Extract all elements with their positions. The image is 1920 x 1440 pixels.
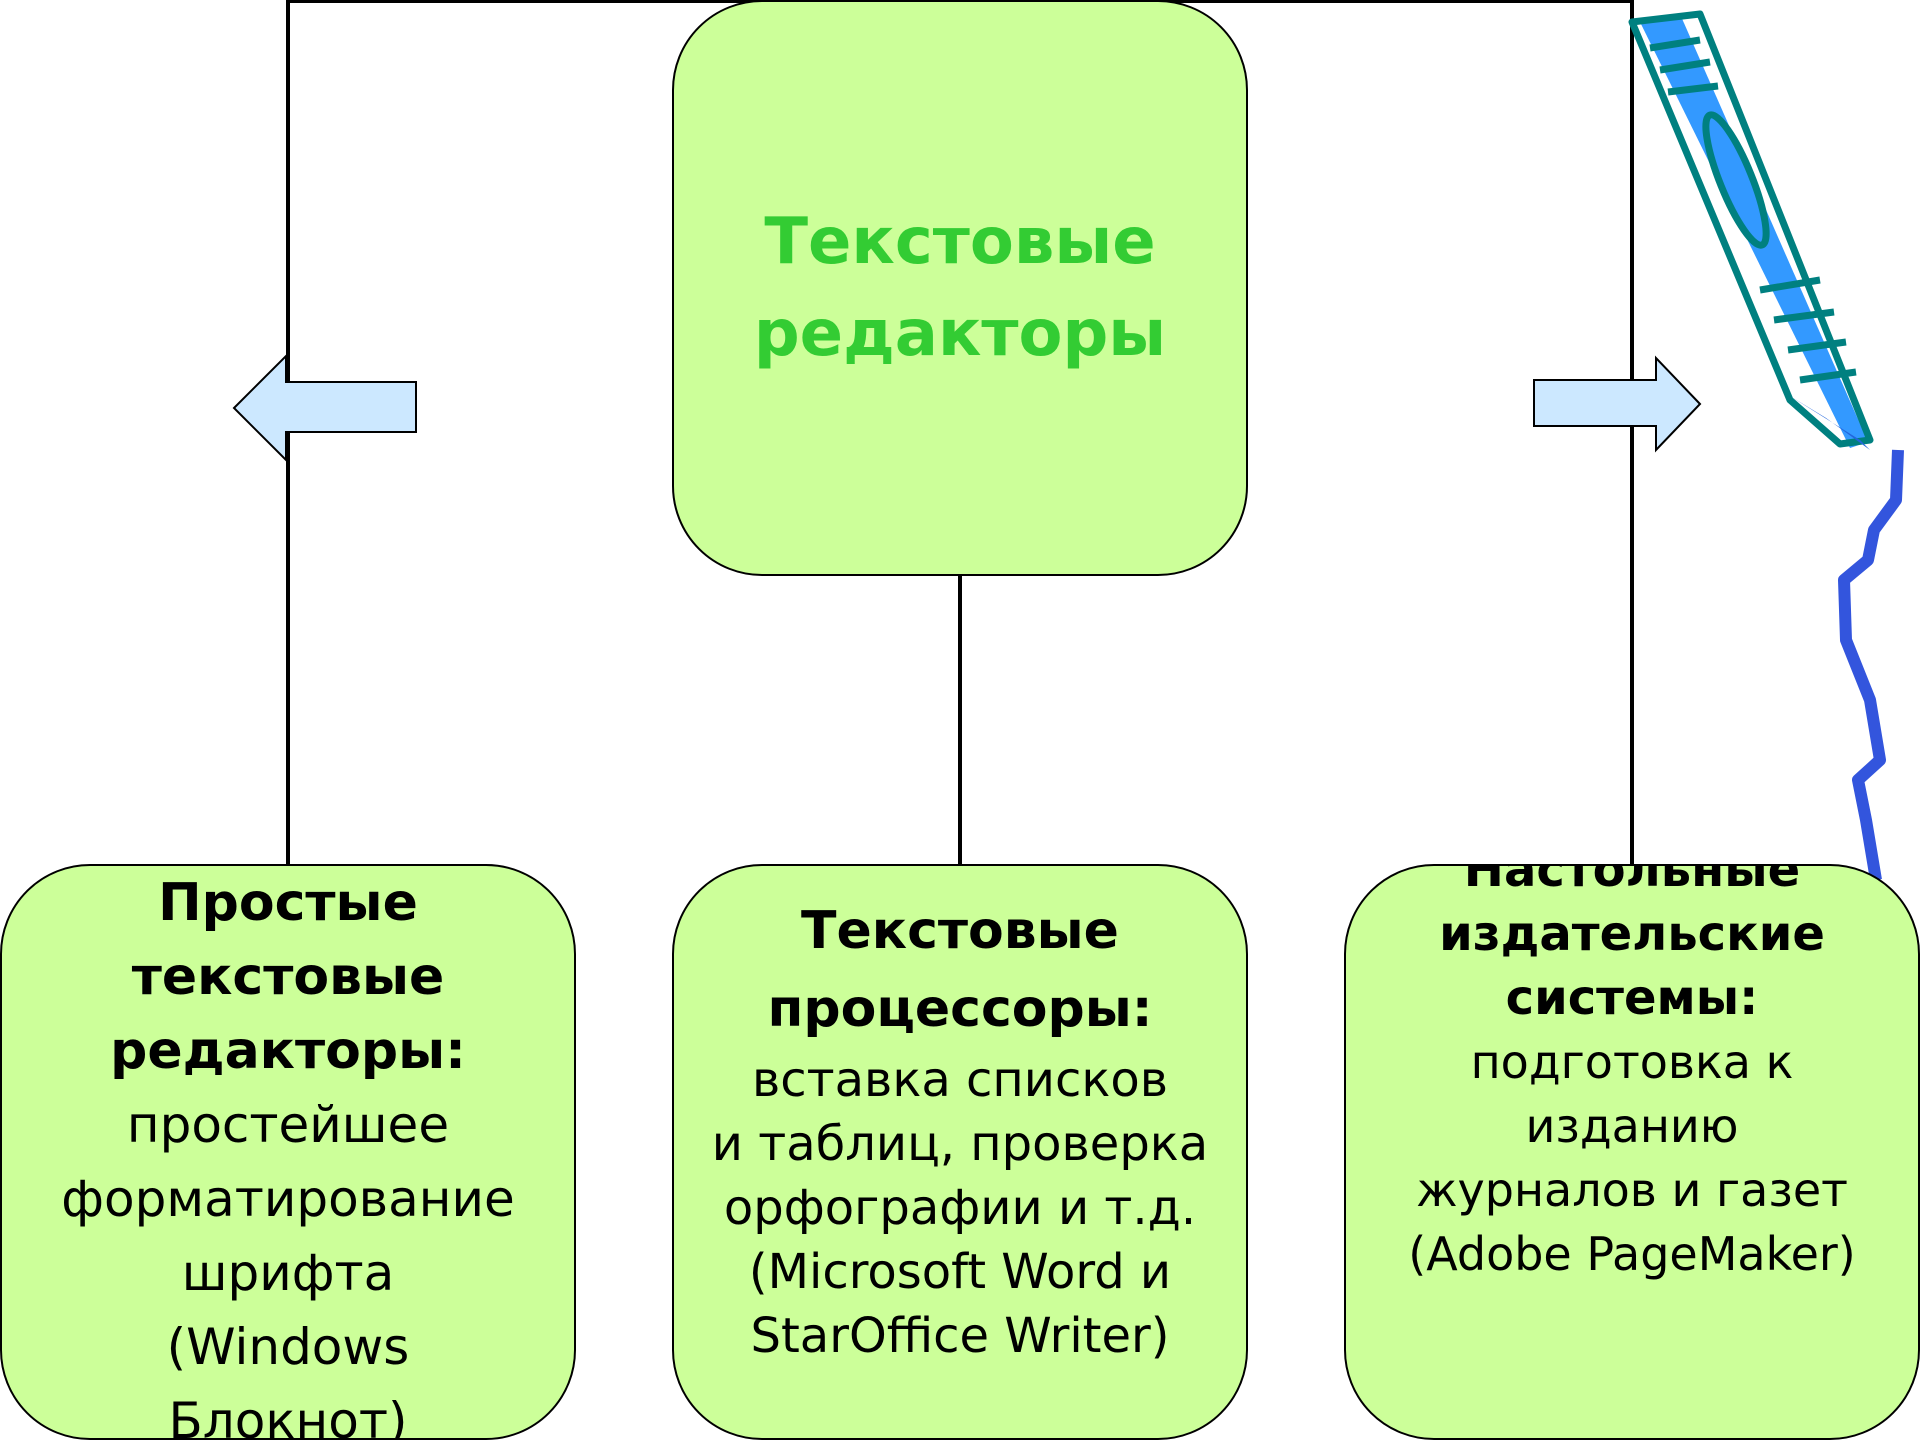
pen-icon (1628, 10, 1874, 450)
leaf-desktop-publishing: Настольные издательские системы: подгото… (1344, 864, 1920, 1440)
leaf-heading: Текстовые процессоры: (767, 901, 1153, 1039)
root-node: Текстовые редакторы (672, 0, 1248, 576)
leaf-description: простейшее форматирование шрифта (Window… (61, 1096, 515, 1440)
leaf-description: вставка списков и таблиц, проверка орфог… (711, 1052, 1209, 1364)
leaf-description: подготовка к изданию журналов и газет (A… (1408, 1035, 1856, 1281)
leaf-simple-editors: Простые текстовые редакторы: простейшее … (0, 864, 576, 1440)
root-title: Текстовые редакторы (753, 205, 1167, 371)
leaf-text-processors: Текстовые процессоры: вставка списков и … (672, 864, 1248, 1440)
right-arrow-icon (1533, 355, 1702, 453)
scribble-line (1838, 449, 1904, 881)
leaf-heading: Настольные издательские системы: (1439, 864, 1825, 1026)
left-arrow-icon (232, 353, 417, 463)
leaf-heading: Простые текстовые редакторы: (110, 873, 466, 1081)
